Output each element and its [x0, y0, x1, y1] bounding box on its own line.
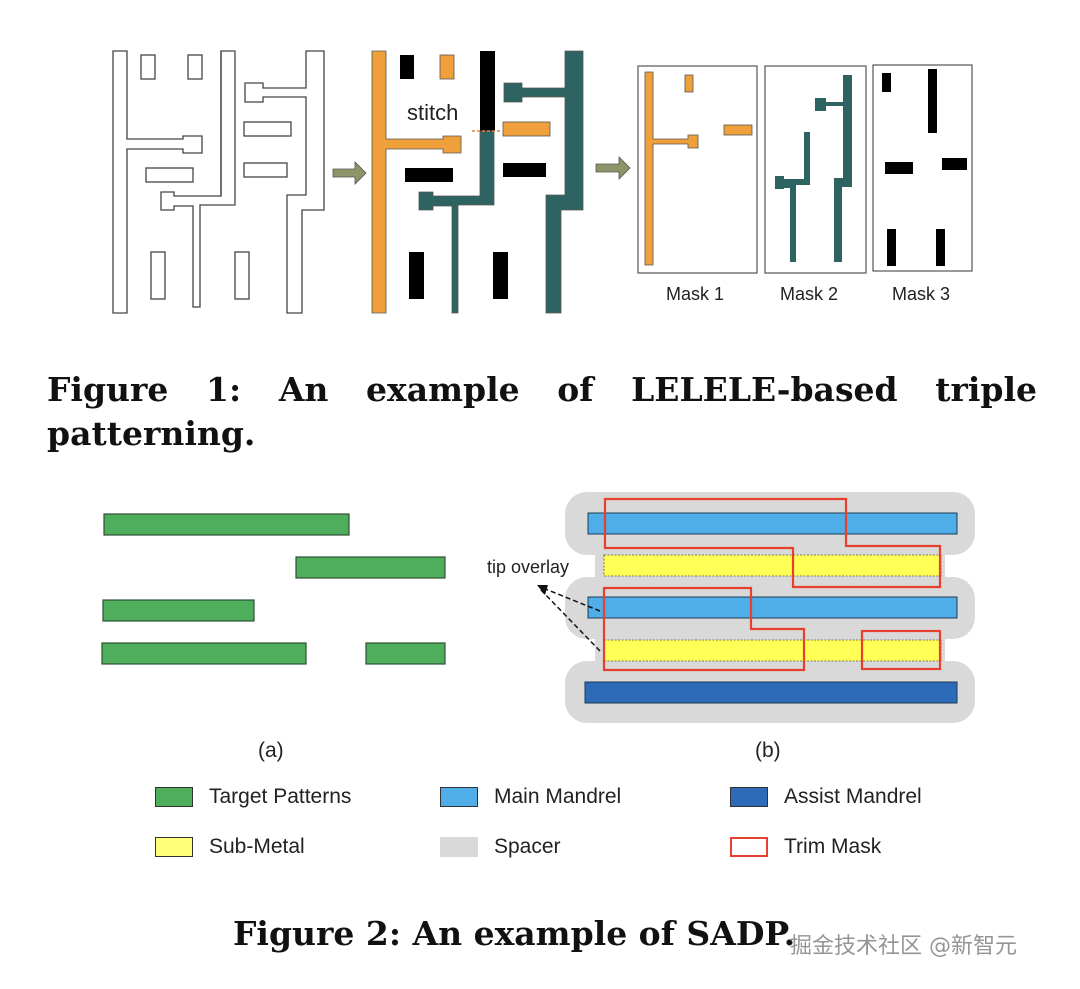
mask2-label: Mask 2 — [780, 284, 839, 304]
outline-rect — [187, 54, 203, 80]
mask3-rect — [928, 69, 937, 133]
legend-label: Assist Mandrel — [784, 785, 922, 808]
outline-rect — [150, 251, 166, 300]
sub-metals — [603, 554, 942, 662]
outline-rect — [145, 167, 194, 183]
legend-label: Target Patterns — [209, 785, 352, 808]
mask1-rect — [723, 124, 753, 136]
mask2-wire — [815, 75, 852, 262]
mask3-rect — [409, 252, 424, 299]
outline-rect — [243, 162, 288, 178]
mask2-wire — [418, 130, 495, 314]
mask3-rect — [942, 158, 967, 170]
sub-metal — [603, 554, 942, 577]
outline-wire-right — [244, 50, 325, 314]
mask1-panel — [637, 65, 758, 274]
legend-label: Sub-Metal — [209, 835, 305, 858]
mask3-rect — [405, 168, 453, 182]
legend-swatch — [440, 787, 478, 807]
legend-swatch — [155, 787, 193, 807]
legend-label: Spacer — [494, 835, 561, 858]
legend-sub-metal: Sub-Metal — [155, 834, 305, 860]
mask-panels — [637, 64, 973, 274]
mask1-rect — [684, 74, 694, 93]
mandrels — [584, 512, 958, 704]
mask3-label: Mask 3 — [892, 284, 951, 304]
mask2-wire — [775, 132, 810, 262]
stitch-label: stitch — [407, 100, 459, 125]
legend-main-mandrel: Main Mandrel — [440, 784, 621, 810]
mask1-rect — [439, 54, 455, 80]
subfig-a-label: (a) — [258, 739, 284, 762]
mask3-rect — [503, 163, 546, 177]
legend-assist-mandrel: Assist Mandrel — [730, 784, 922, 810]
figure2-caption: Figure 2: An example of SADP. — [233, 914, 796, 953]
target-pattern — [103, 513, 350, 536]
assist-mandrel — [584, 681, 958, 704]
mask3-rect — [936, 229, 945, 266]
mask2-wire — [503, 50, 584, 314]
mask1-wire — [371, 50, 462, 314]
outline-rect — [234, 251, 250, 300]
mask1-rect — [502, 121, 551, 137]
tip-overlay-label: tip overlay — [487, 557, 570, 577]
subfig-b-label: (b) — [755, 739, 781, 762]
mask3-rect — [493, 252, 508, 299]
arrowhead-icon — [537, 585, 548, 595]
legend-swatch — [730, 837, 768, 857]
main-mandrel — [587, 512, 958, 535]
target-pattern — [365, 642, 446, 665]
outline-rect — [243, 121, 292, 137]
original-layout — [112, 50, 325, 314]
figure1-caption: Figure 1: An example of LELELE-based tri… — [47, 370, 1037, 453]
target-patterns — [101, 513, 446, 665]
arrow-icon — [595, 156, 631, 180]
legend-trim-mask: Trim Mask — [730, 834, 881, 860]
outline-rect — [140, 54, 156, 80]
mask3-rect — [885, 162, 913, 174]
trim-mask — [860, 629, 942, 671]
legend-target-patterns: Target Patterns — [155, 784, 351, 810]
legend-swatch — [155, 837, 193, 857]
target-pattern — [102, 599, 255, 622]
mask3-rect — [480, 51, 495, 131]
mask3-rect — [887, 229, 896, 266]
outline-wire-mid — [160, 50, 236, 308]
watermark: 掘金技术社区 @新智元 — [790, 934, 1017, 959]
arrow-icon — [332, 161, 367, 185]
trim-masks — [602, 497, 942, 672]
mask3-rect — [882, 73, 891, 92]
target-pattern — [101, 642, 307, 665]
legend-label: Main Mandrel — [494, 785, 622, 808]
main-mandrel — [587, 596, 958, 619]
trim-mask — [602, 586, 806, 672]
target-pattern — [295, 556, 446, 579]
outline-wire-left — [112, 50, 203, 314]
legend-label: Trim Mask — [784, 835, 882, 858]
legend-swatch — [440, 837, 478, 857]
legend-swatch — [730, 787, 768, 807]
mask1-label: Mask 1 — [666, 284, 725, 304]
decomposed-layout — [371, 50, 584, 314]
mask1-wire — [644, 71, 699, 266]
mask3-rect — [400, 55, 414, 79]
legend-spacer: Spacer — [440, 834, 561, 860]
tip-overlay-arrows — [540, 587, 601, 652]
sub-metal — [603, 639, 942, 662]
trim-mask — [603, 497, 942, 589]
